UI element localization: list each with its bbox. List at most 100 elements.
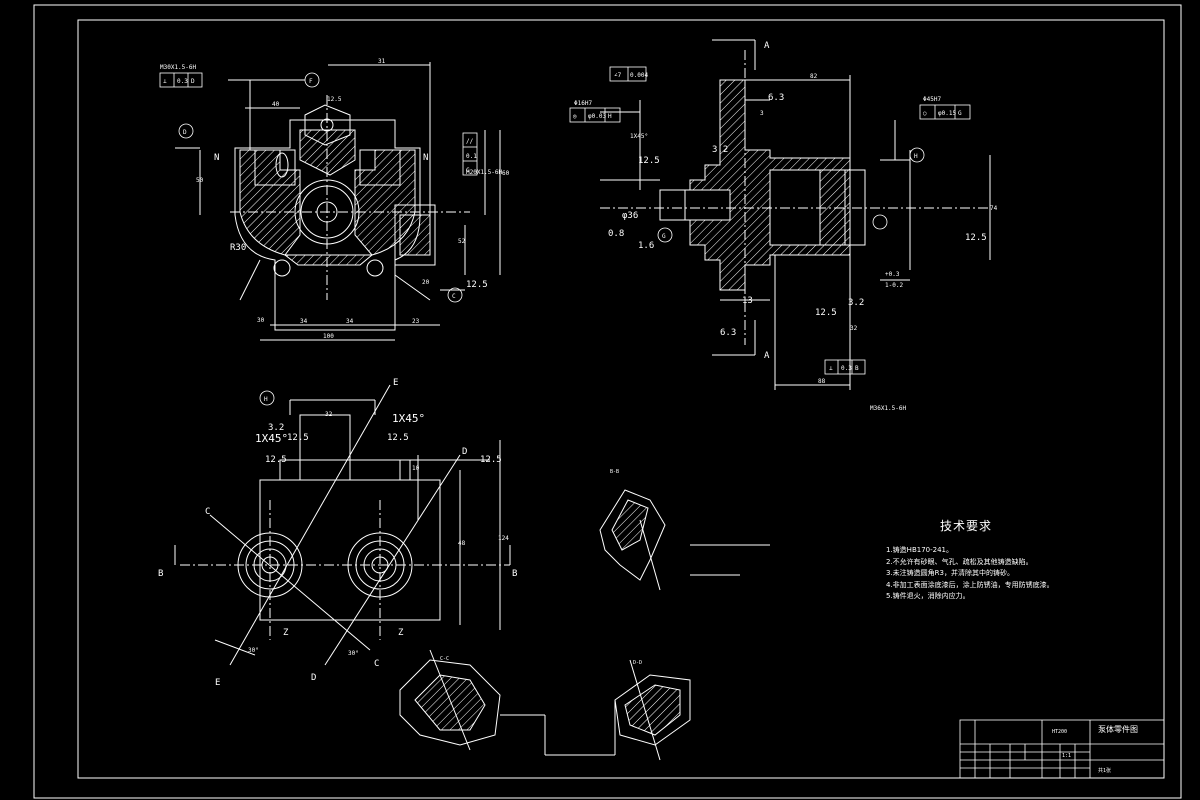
chamfer-a: 1X45° [255,432,288,445]
dim-100: 100 [323,333,334,340]
dim-13: 13 [742,296,753,306]
roughness-12-5-c: 12.5 [265,455,287,465]
fcf-conc-datum: H [608,113,612,120]
dim-50: 50 [196,177,204,184]
dim-40: 40 [272,101,280,108]
section-e-bottom: E [215,678,220,688]
tech-requirement-item: 1.铸造HB170-241。 [886,546,953,554]
datum-f: F [309,78,313,85]
section-z-right: Z [398,628,404,638]
dim-10: 10 [412,465,420,472]
dim-30: 30 [257,317,265,324]
roughness-12-5-b: 12.5 [815,308,837,318]
dim-34a: 34 [300,318,308,325]
dim-124: 124 [498,535,509,542]
detail-label-bb: B-B [610,469,619,475]
title-block-sheet: 共1张 [1098,767,1111,774]
datum-h: H [914,153,918,160]
roughness-12-5-d: 12.5 [480,455,502,465]
roughness-3-2: 3.2 [268,423,284,433]
roughness-12-5-a: 12.5 [287,433,309,443]
section-c-bottom: C [374,659,379,669]
datum-c: C [452,293,456,300]
dim-31: 31 [378,58,386,65]
dim-12-5: 12.5 [327,96,342,103]
outer-border [33,4,1182,799]
fcf-flat-val: 0.004 [630,72,648,79]
roughness-6-3-top: 6.3 [768,93,784,103]
roughness-12-5-b: 12.5 [387,433,409,443]
roughness-12-5-r: 12.5 [965,233,987,243]
section-b-right: B [512,569,517,579]
top-left-text: M30X1.5-6H ⊥ 0.3 D D F C 31 40 12.5 N N … [160,58,510,340]
dim-plus-0-3: +0.3 [885,271,900,278]
section-n-left: N [214,153,219,163]
fcf-side-1: // [466,138,474,145]
section-b-left: B [158,569,163,579]
fcf-circ-val: φ0.15 [938,110,956,117]
roughness-12-5: 12.5 [638,156,660,166]
bottom-left-view [174,384,511,666]
fcf-b-datum: B [855,365,859,372]
dim-60: 60 [502,170,510,177]
dim-3: 3 [760,110,764,117]
bottom-left-text: H 3.2 12.5 1X45° 1X45° 12.5 12.5 12.5 32… [158,378,517,688]
dim-52: 52 [458,238,466,245]
section-d-top: D [462,447,467,457]
top-left-view [175,62,501,341]
datum-g: G [662,233,666,240]
roughness-6-3-bottom: 6.3 [720,328,736,338]
chamfer: 1X45° [630,133,648,140]
tech-requirements-list: 1.铸造HB170-241。 2.不允许有砂眼、气孔、疏松及其他铸造缺陷。 3.… [886,545,1056,603]
section-d-bottom: D [311,673,316,683]
section-a-top: A [764,41,770,51]
top-right-view [600,39,991,390]
inner-border [77,19,1165,779]
detail-section-bb [599,489,770,591]
dim-1-0-2: 1-0.2 [885,282,903,289]
tech-requirements-title: 技术要求 [940,519,993,533]
roughness-3-2-b: 3.2 [848,298,864,308]
thread-bottom: M36X1.5-6H [870,405,907,412]
top-right-text: A A ∠7 0.004 Φ16H7 ◎ φ0.03 H Φ45H7 ○ φ0.… [573,41,998,412]
dim-34b: 34 [346,318,354,325]
section-n-right: N [423,153,428,163]
title-block-scale: 1:1 [1062,753,1071,759]
dim-0-8: 0.8 [608,229,624,239]
dim-phi-36: φ36 [622,211,638,221]
dim-20: 20 [422,279,430,286]
fcf-circ-datum: G [958,110,962,117]
datum-d: D [183,129,187,136]
detail-label-dd: D-D [633,660,642,666]
fcf-b-sym: ⊥ [829,365,833,372]
dim-82: 82 [810,73,818,80]
fcf-circ-sym: ○ [923,110,927,117]
dim-r30: R30 [230,243,246,253]
dim-32: 32 [325,411,333,418]
fcf-value: 0.3 [177,78,188,85]
fcf-side-3: C [466,167,470,174]
section-a-bottom: A [764,351,770,361]
fcf-side-2: 0.1 [466,153,477,160]
tech-requirement-item: 5.铸件退火，消除内应力。 [886,592,970,600]
fcf-flat-sym: ∠7 [614,72,622,79]
roughness-12-5: 12.5 [466,280,488,290]
tech-requirement-item: 2.不允许有砂眼、气孔、疏松及其他铸造缺陷。 [886,557,1033,566]
roughness-3-2-top: 3.2 [712,145,728,155]
angle-30a: 30° [248,647,259,654]
title-block-material: HT200 [1052,729,1067,735]
section-c-top: C [205,507,210,517]
dim-32: 32 [850,325,858,332]
dim-48: 48 [458,540,466,547]
roughness-1-6: 1.6 [638,241,654,251]
thread-spec-side: M20X1.5-6H [466,169,503,176]
fcf-b-val: 0.3 [841,365,852,372]
dim-88: 88 [818,378,826,385]
tech-requirement-item: 4.非加工表面涂底漆后，涂上防锈油，专用防锈底漆。 [886,580,1054,589]
detail-label-cc: C-C [440,656,449,662]
dim-23: 23 [412,318,420,325]
detail-section-cc [399,649,615,756]
fcf-symbol: ⊥ [163,78,167,85]
angle-30b: 30° [348,650,359,657]
